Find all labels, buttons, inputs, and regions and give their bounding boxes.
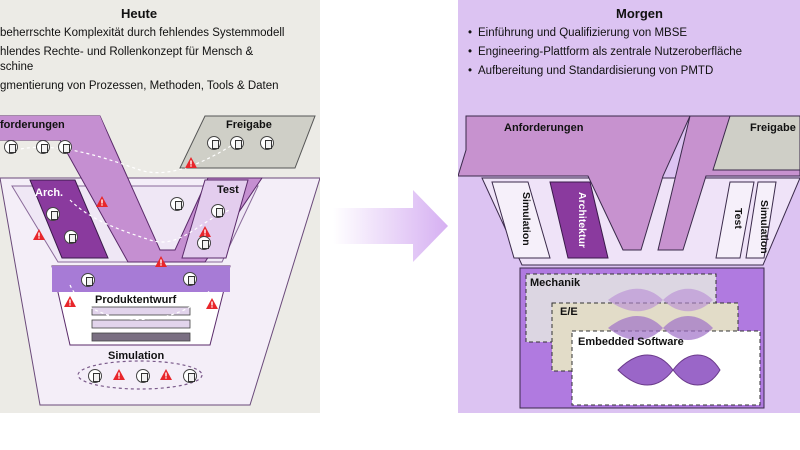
morgen-simulation-left-label: Simulation: [520, 192, 532, 246]
dashed-loop-connector: [14, 139, 241, 174]
infinity-loop-ee: [608, 316, 713, 340]
gear-document-icon: [58, 140, 72, 154]
dashed-loop-connector: [69, 284, 211, 320]
gear-document-icon: [136, 369, 150, 383]
morgen-bullet-list: •Einführung und Qualifizierung von MBSE …: [468, 26, 742, 83]
morgen-panel: Morgen •Einführung und Qualifizierung vo…: [458, 0, 800, 413]
document-icon: [207, 136, 221, 150]
freigabe-box: [712, 115, 800, 171]
document-icon: [170, 197, 184, 211]
heute-arch-label: Arch.: [35, 187, 64, 199]
bullet-dot-icon: •: [468, 46, 473, 58]
warning-icon: [113, 369, 125, 380]
document-icon: [211, 204, 225, 218]
produkt-layer-1: [91, 306, 191, 316]
heute-bullet-list: beherrschte Komplexität durch fehlendes …: [0, 26, 284, 98]
document-icon: [260, 136, 274, 150]
heute-title: Heute: [121, 6, 158, 21]
morgen-bullet: •Aufbereitung und Standardisierung von P…: [468, 65, 714, 77]
morgen-bullet: •Einführung und Qualifizierung von MBSE: [468, 27, 688, 39]
freigabe-box: [179, 115, 316, 169]
produkt-layer-2: [91, 319, 191, 329]
morgen-v-diagram: [458, 115, 800, 409]
cube-icon: [88, 369, 102, 383]
morgen-bullet: •Engineering-Plattform als zentrale Nutz…: [468, 46, 742, 58]
heute-bullet: gmentierung von Prozessen, Methoden, Too…: [0, 80, 279, 92]
simulation-right-box: [745, 181, 777, 259]
warning-icon: [206, 298, 218, 309]
dashed-loop-connector: [69, 199, 231, 243]
morgen-anforderungen-label: Anforderungen: [504, 122, 584, 134]
produkt-layer-3: [91, 332, 191, 342]
produkt-header: [52, 266, 230, 292]
document-icon: [230, 136, 244, 150]
heute-bullet: hlendes Rechte- und Rollenkonzept für Me…: [0, 46, 254, 58]
arch-box: [29, 179, 109, 259]
warning-icon: [33, 229, 45, 240]
morgen-mechanik-label: Mechanik: [530, 277, 581, 289]
morgen-title: Morgen: [616, 6, 663, 21]
morgen-test-label: Test: [732, 208, 744, 229]
infinity-loop-embedded: [617, 354, 721, 386]
bullet-dot-icon: •: [468, 65, 473, 77]
heute-bullet: schine: [0, 61, 34, 73]
hierarchy-icon: [46, 207, 60, 221]
test-box: [715, 181, 755, 259]
simulation-loop: [77, 360, 203, 390]
morgen-embedded-label: Embedded Software: [578, 336, 684, 348]
chart-document-icon: [183, 369, 197, 383]
morgen-ee-label: E/E: [560, 306, 578, 318]
heute-panel: Heute beherrschte Komplexität durch fehl…: [0, 0, 320, 413]
heute-bullet: beherrschte Komplexität durch fehlendes …: [0, 27, 285, 39]
hierarchy-icon: [81, 273, 95, 287]
simulation-left-box: [491, 181, 551, 259]
document-icon: [183, 272, 197, 286]
anforderungen-band: [458, 115, 691, 251]
warning-icon: [185, 157, 197, 168]
anforderungen-header: [0, 116, 110, 140]
hierarchy-icon: [64, 230, 78, 244]
document-icon: [36, 140, 50, 154]
warning-icon: [160, 369, 172, 380]
heute-freigabe-label: Freigabe: [226, 119, 272, 131]
bullet-dot-icon: •: [468, 27, 473, 39]
document-icon: [4, 140, 18, 154]
warning-icon: [155, 256, 167, 267]
heute-simulation-label: Simulation: [108, 350, 165, 362]
warning-icon: [96, 196, 108, 207]
morgen-architektur-label: Architektur: [576, 192, 588, 249]
heute-v-diagram: [0, 115, 320, 406]
infinity-loop-mechanik: [608, 288, 713, 312]
document-icon: [197, 236, 211, 250]
morgen-freigabe-label: Freigabe: [750, 122, 796, 134]
warning-icon: [64, 296, 76, 307]
heute-produktentwurf-label: Produktentwurf: [95, 294, 177, 306]
heute-test-label: Test: [217, 184, 239, 196]
transition-arrow: [333, 190, 448, 262]
architektur-box: [549, 181, 609, 259]
warning-icon: [199, 226, 211, 237]
morgen-simulation-right-label: Simulation: [758, 200, 770, 254]
heute-anforderungen-label: forderungen: [0, 119, 65, 131]
